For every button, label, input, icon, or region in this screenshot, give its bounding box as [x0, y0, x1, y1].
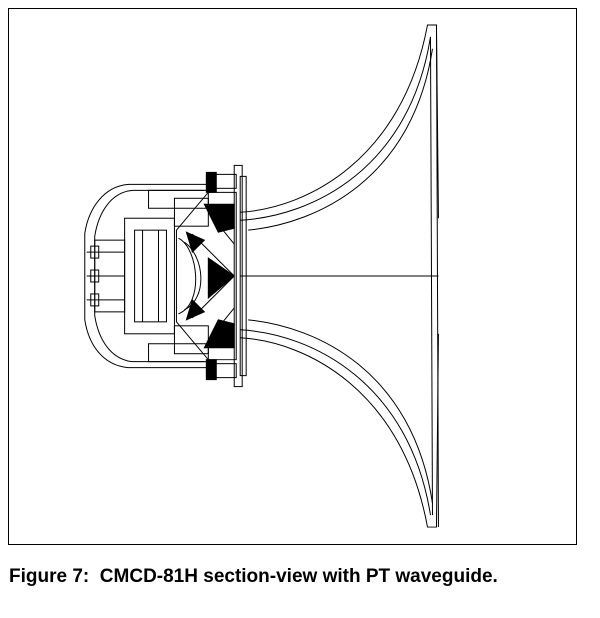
magnet-core	[124, 217, 175, 335]
waveguide-outer-upper	[240, 24, 439, 219]
terminal-post-1	[90, 245, 100, 259]
clamp-upper	[205, 171, 217, 193]
terminal-post-3	[90, 293, 100, 307]
compression-driver	[84, 183, 209, 369]
figure-caption: Figure 7: CMCD-81H section-view with PT …	[9, 565, 569, 588]
waveguide-inner-upper	[240, 36, 431, 221]
magnet-top-plate	[148, 189, 209, 209]
terminal-post-2	[90, 269, 100, 283]
caption-label: Figure 7:	[9, 566, 90, 587]
phase-plug-wedge-lower	[203, 319, 235, 349]
phase-plug	[175, 171, 237, 381]
clamp-lower-plate	[213, 363, 237, 379]
rear-cap	[84, 183, 209, 369]
mount-flange-inner	[239, 175, 247, 377]
channel-3	[207, 211, 235, 245]
clamp-lower	[205, 359, 217, 381]
section-view-diagram	[84, 24, 439, 528]
waveguide-inner-lower-2	[248, 319, 433, 504]
clamp-upper-plate	[213, 173, 237, 189]
phase-plug-wedge-left-lower	[185, 298, 206, 321]
pole-piece	[134, 229, 167, 323]
caption-text: CMCD-81H section-view with PT waveguide.	[99, 566, 498, 587]
phase-plug-wedge-upper	[203, 203, 235, 233]
phase-plug-wedge-left-upper	[185, 231, 206, 254]
figure-frame	[8, 8, 577, 545]
phase-plug-wedge-mid	[207, 257, 236, 299]
waveguide-inner-lower	[240, 329, 431, 516]
magnet-bottom-plate	[148, 343, 209, 363]
waveguide-inner-upper-2	[248, 48, 433, 231]
waveguide	[233, 24, 439, 528]
waveguide-outer-lower	[240, 333, 439, 528]
channel-1	[192, 233, 235, 277]
channel-4	[207, 307, 235, 341]
diaphragm-dome-2	[184, 241, 202, 311]
channel-2	[192, 275, 235, 319]
